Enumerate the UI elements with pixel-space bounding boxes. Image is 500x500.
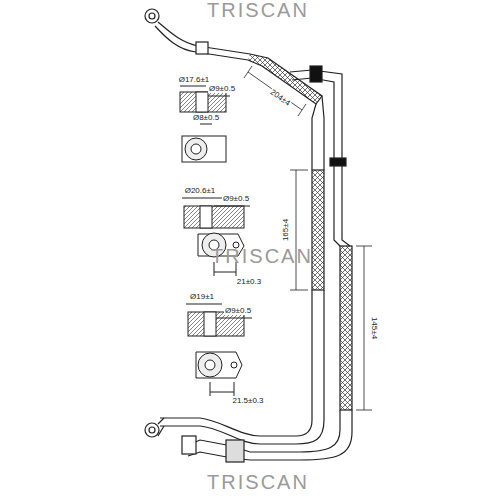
dimension-label: 204±4	[268, 88, 292, 108]
watermark: TRISCAN	[206, 0, 310, 20]
section-details	[180, 86, 252, 396]
dimension-label: Ø20.6±1	[184, 187, 217, 195]
dimension-label: 21±0.3	[236, 278, 262, 286]
dimension-label: Ø9±0.5	[208, 85, 236, 93]
dimension-lines	[244, 66, 372, 410]
pipe-lines	[145, 9, 352, 462]
dimension-label: 145±4	[370, 316, 378, 340]
dimension-label: 21.5±0.3	[231, 397, 264, 405]
dimension-label: Ø8±0.5	[192, 114, 220, 122]
watermark: TRISCAN	[206, 472, 310, 492]
dimension-label: Ø19±1	[189, 293, 215, 301]
dimension-label: Ø9±0.5	[224, 307, 252, 315]
dimension-label: Ø9±0.5	[222, 195, 250, 203]
dimension-label: 165±4	[282, 218, 290, 242]
dimension-label: Ø17.6±1	[178, 76, 211, 84]
watermark: TRISCAN	[210, 246, 314, 266]
